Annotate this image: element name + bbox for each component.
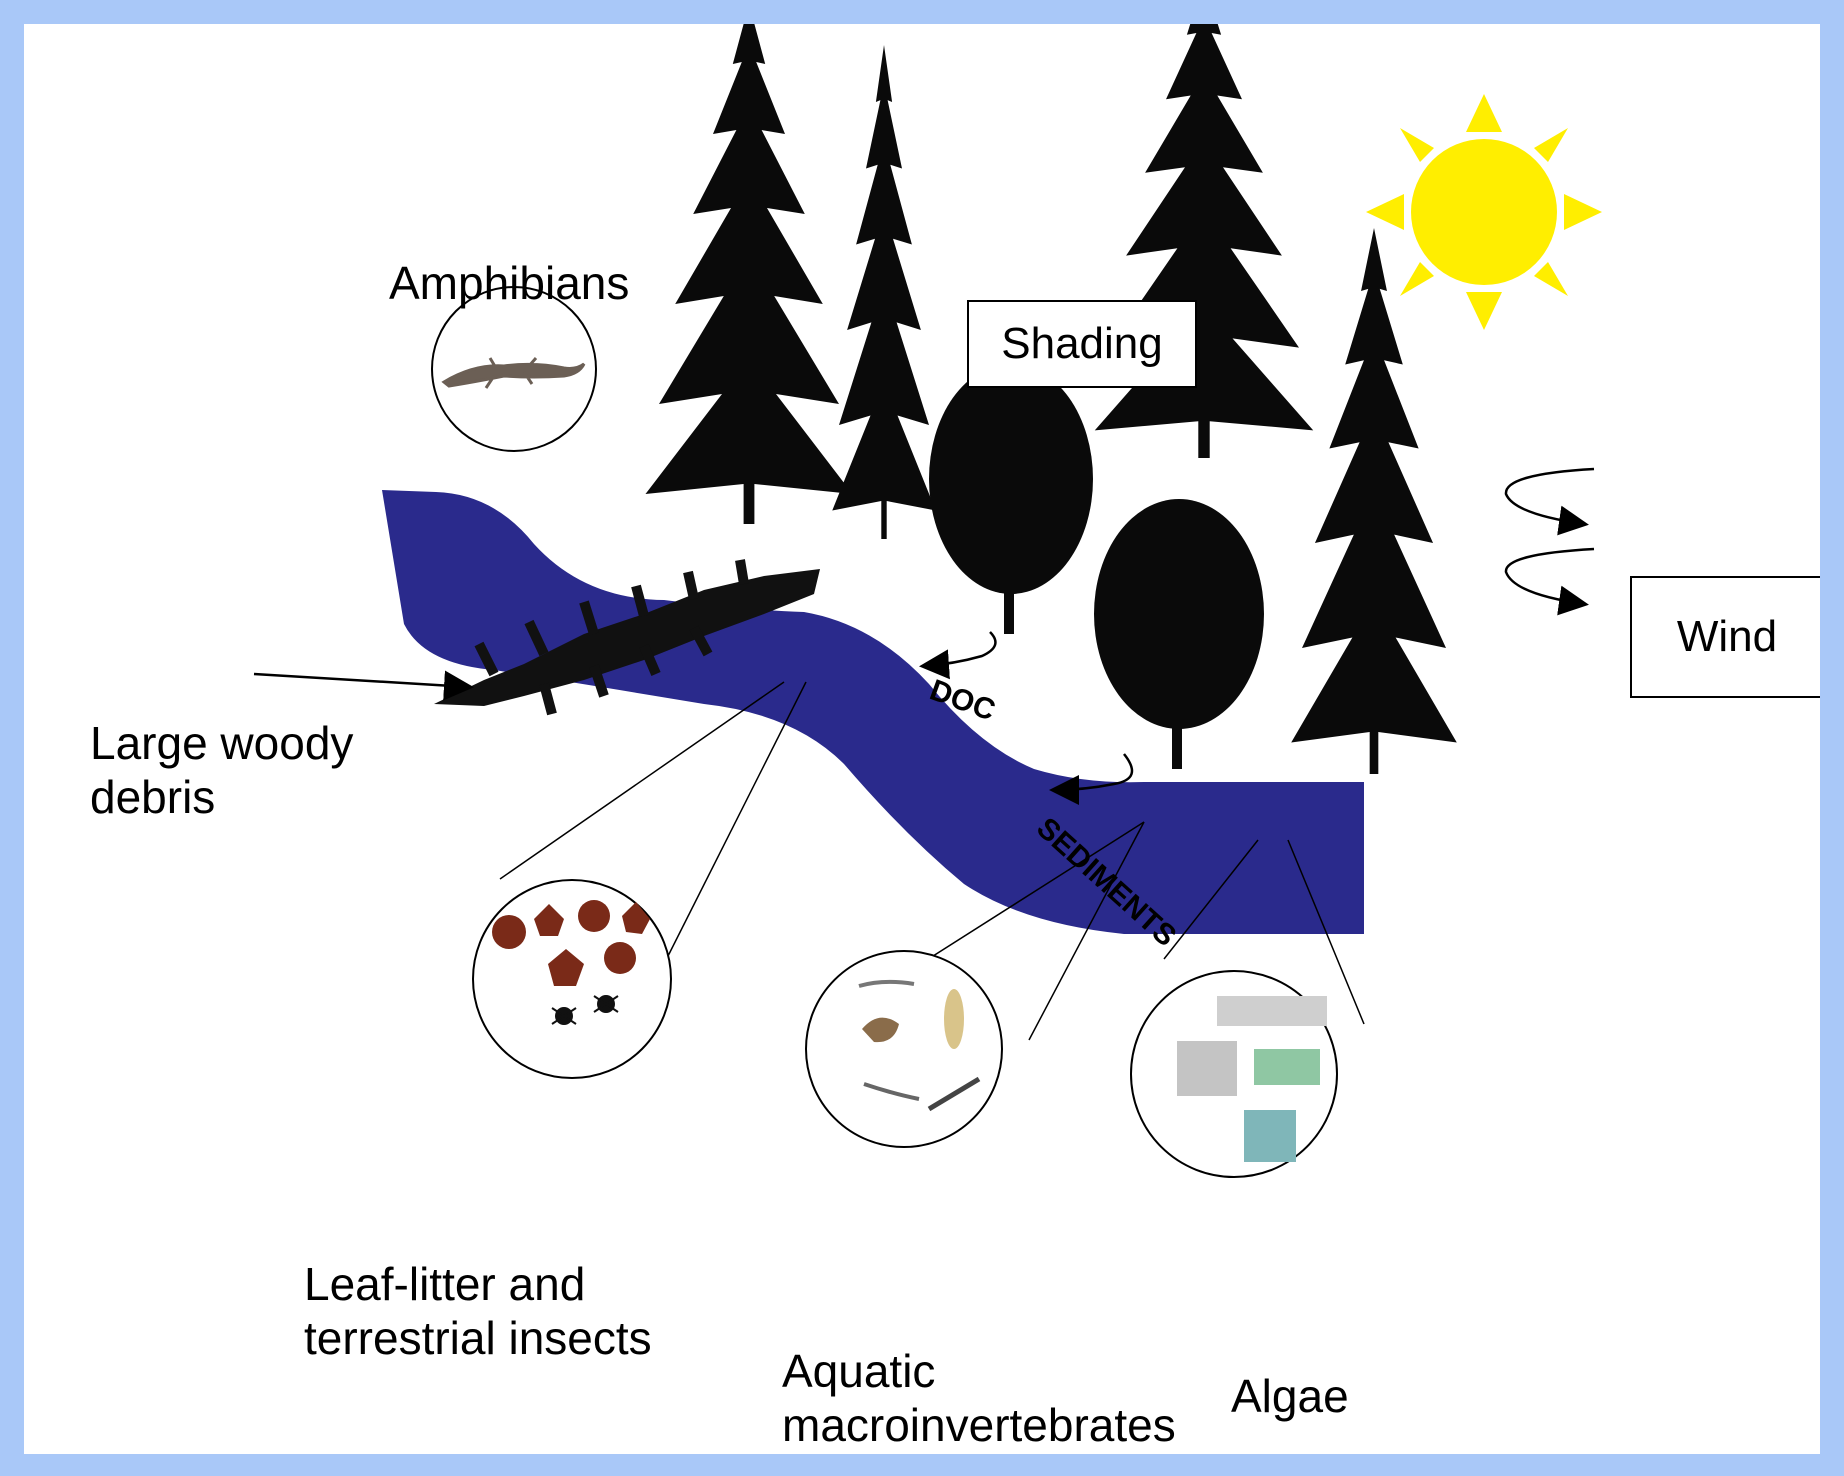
debris-arrow [254, 674, 469, 687]
amphibian-circle [432, 287, 596, 451]
diagram-panel: Amphibians Shading Wind Large woody debr… [24, 24, 1820, 1454]
doc-arrow [924, 632, 995, 666]
conifer-tree-icon [1095, 24, 1314, 458]
leaf-litter-label: Leaf-litter and terrestrial insects [304, 1257, 652, 1365]
leaf-icon [578, 900, 610, 932]
algae-label: Algae [1231, 1369, 1349, 1423]
conifer-tree-icon [1291, 228, 1457, 774]
leaf-icon [604, 942, 636, 974]
wind-label: Wind [1677, 612, 1777, 662]
sun-icon [1366, 94, 1602, 330]
conifer-tree-icon [832, 45, 936, 539]
aquatic-line-2: macroinvertebrates [782, 1398, 1176, 1452]
leaf-litter-line-2: terrestrial insects [304, 1311, 652, 1365]
algae-cell-icon [1244, 1110, 1296, 1162]
conifer-tree-icon [646, 24, 853, 524]
wind-arrow-icon [1506, 469, 1594, 604]
wind-box: Wind [1630, 576, 1820, 698]
large-woody-debris-line-1: Large woody [90, 716, 353, 770]
large-woody-debris-line-2: debris [90, 770, 353, 824]
large-woody-debris-label: Large woody debris [90, 716, 353, 824]
aquatic-label: Aquatic macroinvertebrates [782, 1344, 1176, 1452]
aquatic-line-1: Aquatic [782, 1344, 1176, 1398]
leaf-litter-circle [473, 880, 671, 1078]
leaf-icon [492, 915, 526, 949]
algae-circle [1131, 971, 1337, 1177]
deciduous-tree-icon [929, 364, 1093, 634]
deciduous-tree-icon [1094, 499, 1264, 769]
amphibians-label: Amphibians [389, 256, 629, 310]
leaf-litter-line-1: Leaf-litter and [304, 1257, 652, 1311]
algae-cell-icon [1217, 996, 1327, 1026]
shading-box: Shading [967, 300, 1197, 388]
macroinvertebrates-circle [806, 951, 1002, 1147]
algae-cell-icon [1177, 1041, 1237, 1096]
algae-cell-icon [1254, 1049, 1320, 1085]
insect-larva-icon [944, 989, 964, 1049]
shading-label: Shading [1001, 319, 1162, 369]
